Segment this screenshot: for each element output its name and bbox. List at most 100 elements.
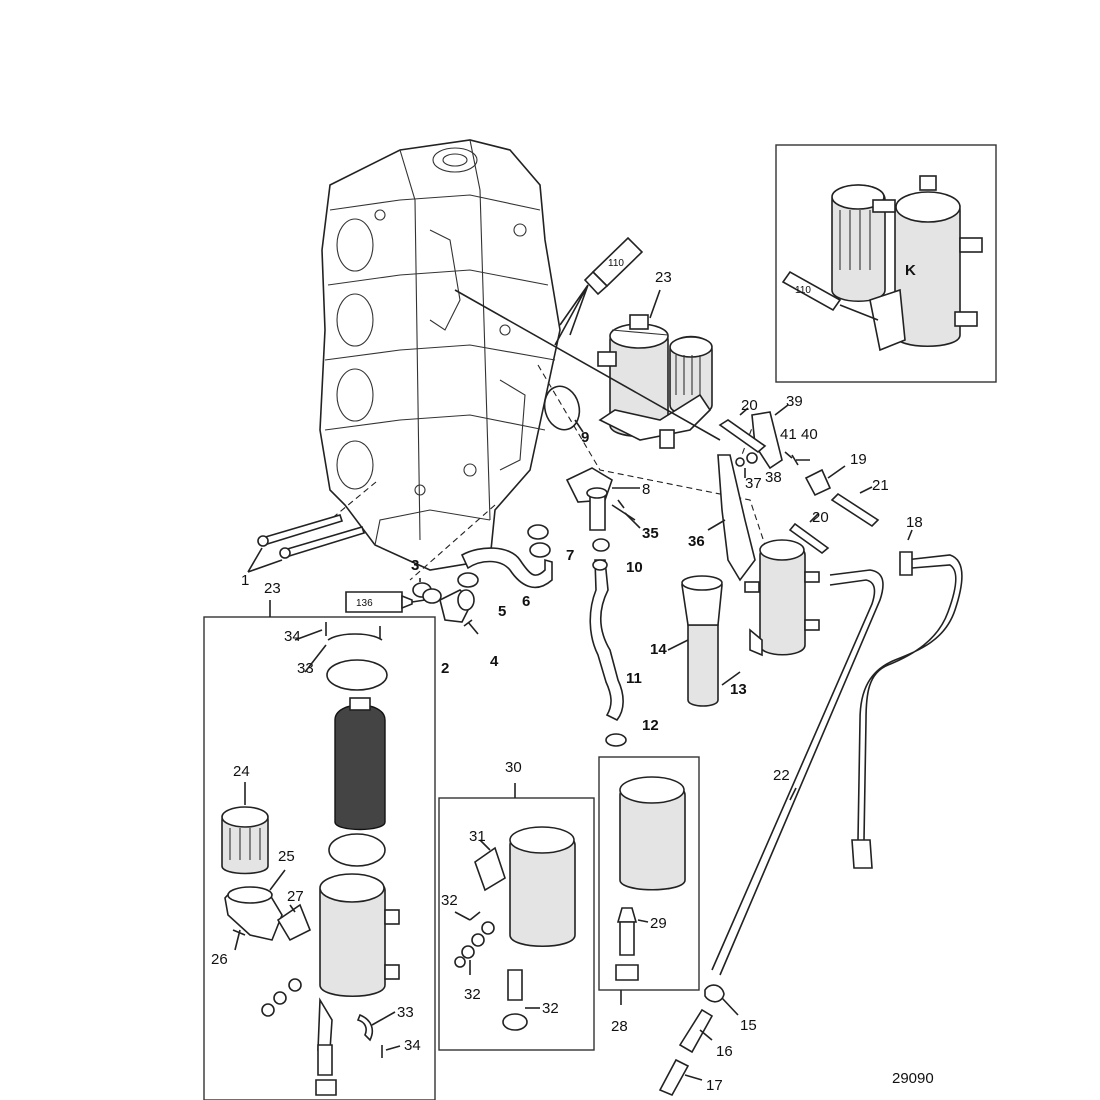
callout-39: 39 — [786, 393, 803, 410]
engine-block — [319, 139, 561, 571]
callout-17: 17 — [706, 1077, 723, 1094]
gasket-31 — [474, 846, 506, 892]
filter-element-kit — [334, 704, 386, 831]
clamp-7 — [527, 524, 549, 540]
sealant-tube-136: 136 — [345, 591, 426, 613]
tube-136-label: 136 — [356, 598, 373, 609]
callout-35: 35 — [642, 525, 659, 542]
callout-5: 5 — [498, 603, 506, 620]
callout-4: 4 — [490, 653, 499, 670]
valve-spring-kit — [317, 1044, 333, 1076]
nut-38 — [746, 452, 758, 464]
o-ring-12 — [605, 733, 627, 747]
callout-31: 31 — [469, 828, 486, 845]
bracket-36 — [717, 454, 756, 582]
callout-18: 18 — [906, 514, 923, 531]
clamp-5 — [457, 572, 479, 588]
callout-30: 30 — [505, 759, 522, 776]
kit-box-30 — [438, 783, 595, 1051]
callout-6: 6 — [522, 593, 530, 610]
callout-26: 26 — [211, 951, 228, 968]
bolt-21 — [830, 492, 880, 528]
callout-14: 14 — [650, 641, 667, 658]
screw-35 — [611, 499, 636, 521]
callout-15: 15 — [740, 1017, 757, 1034]
callout-38: 38 — [765, 469, 782, 486]
callout-41: 41 — [780, 426, 797, 443]
strap-33-bottom — [356, 1013, 374, 1042]
callout-19: 19 — [850, 451, 867, 468]
callout-2: 2 — [441, 660, 449, 677]
spring-30 — [507, 969, 523, 1001]
callout-40: 40 — [801, 426, 818, 443]
callout-32-right: 32 — [542, 1000, 559, 1017]
kit-box-23 — [203, 600, 436, 1100]
bolts-1 — [257, 514, 366, 559]
callout-leaders — [234, 629, 741, 1051]
hose-22 — [711, 569, 884, 976]
filter-housing-13 — [744, 539, 820, 657]
callout-9: 9 — [581, 429, 589, 446]
fuel-filter-assembly — [597, 314, 713, 449]
callout-11: 11 — [626, 670, 642, 687]
callout-labels: 1 2 3 4 5 6 7 8 9 10 11 12 13 14 15 16 1… — [211, 269, 923, 1094]
o-ring-9 — [543, 385, 581, 431]
callout-23-kit: 23 — [264, 580, 281, 597]
callout-33-bottom: 33 — [397, 1004, 414, 1021]
figure-reference-number: 29090 — [892, 1070, 934, 1087]
callout-13: 13 — [730, 681, 747, 698]
fitting-16 — [678, 1008, 714, 1054]
callout-27: 27 — [287, 888, 304, 905]
callout-10: 10 — [626, 559, 643, 576]
hose-6 — [460, 547, 553, 589]
bolt-20-lower — [788, 522, 830, 555]
valve-29 — [616, 907, 638, 923]
tee-fitting-2 — [439, 589, 475, 623]
callout-21: 21 — [872, 477, 889, 494]
callout-3: 3 — [411, 557, 419, 574]
callout-20-upper: 20 — [741, 397, 758, 414]
callout-7: 7 — [566, 547, 574, 564]
o-ring-10 — [592, 538, 610, 552]
callout-28: 28 — [611, 1018, 628, 1035]
callout-33-top: 33 — [297, 660, 314, 677]
sealant-tube-110-top: 110 — [554, 236, 644, 346]
callout-16: 16 — [716, 1043, 733, 1060]
callout-29: 29 — [650, 915, 667, 932]
callout-12: 12 — [642, 717, 659, 734]
callout-8: 8 — [642, 481, 650, 498]
callout-34-bottom: 34 — [404, 1037, 421, 1054]
inset-tube-110-label: 110 — [795, 285, 811, 296]
fitting-17 — [658, 1058, 690, 1097]
filter-element-14 — [681, 575, 723, 707]
screw-40 — [791, 454, 810, 466]
strap-33-top — [327, 633, 383, 641]
callout-20-lower: 20 — [812, 509, 829, 526]
washer-37 — [735, 457, 745, 467]
bolt-20-upper — [718, 419, 767, 454]
clamp-15 — [704, 984, 725, 1003]
callout-32-top: 32 — [441, 892, 458, 909]
callout-32-bottom: 32 — [464, 986, 481, 1003]
tube-110-label: 110 — [608, 258, 624, 269]
hose-11 — [589, 559, 624, 722]
callout-37: 37 — [745, 475, 762, 492]
o-ring-top — [326, 659, 388, 691]
screw-4 — [463, 619, 479, 635]
inset-detail-box: K 110 — [775, 144, 997, 383]
callout-22: 22 — [773, 767, 790, 784]
callout-23-top: 23 — [655, 269, 672, 286]
callout-34-top: 34 — [284, 628, 301, 645]
callout-1: 1 — [241, 572, 249, 589]
kit-box-28 — [598, 756, 700, 1005]
inset-brand-mark: K — [905, 262, 916, 279]
callout-25: 25 — [278, 848, 295, 865]
callout-24: 24 — [233, 763, 250, 780]
callout-36: 36 — [688, 533, 705, 550]
callout-23-leader-top — [649, 289, 661, 319]
hose-18 — [857, 554, 963, 841]
clip-19 — [804, 468, 832, 497]
fitting-adapter-8 — [565, 467, 613, 531]
grommet-41 — [784, 451, 793, 459]
